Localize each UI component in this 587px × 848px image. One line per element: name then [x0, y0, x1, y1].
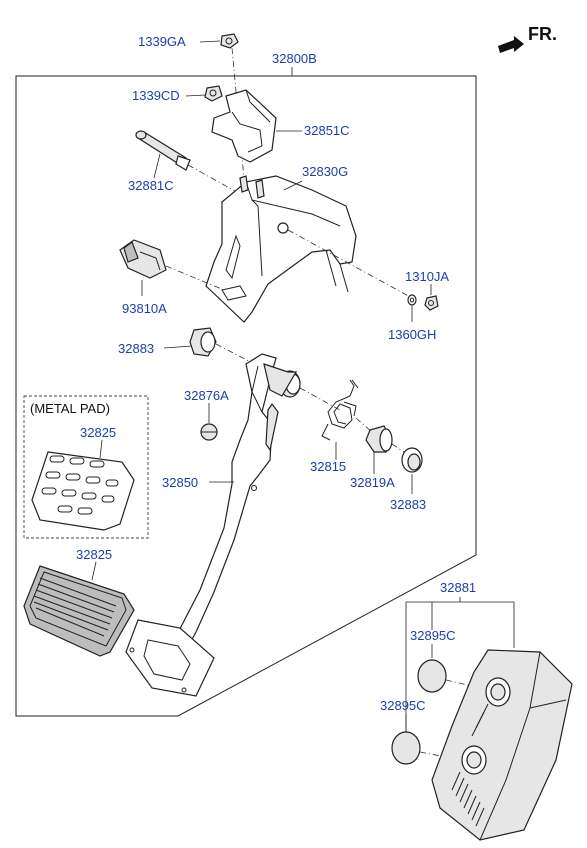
label-32830g: 32830G — [302, 164, 348, 179]
pedal-plate — [125, 619, 215, 697]
metal-pad-caption: (METAL PAD) — [30, 401, 110, 416]
label-1360gh: 1360GH — [388, 327, 436, 342]
nut-1339ga — [220, 33, 239, 49]
bracket-32851c — [211, 89, 277, 163]
washer-1360gh — [407, 294, 417, 306]
label-1310ja: 1310JA — [405, 269, 449, 284]
label-32850: 32850 — [162, 475, 198, 490]
bushing-32883-top — [189, 327, 217, 357]
stopper-32876a — [200, 423, 218, 441]
label-93810a: 93810A — [122, 301, 167, 316]
label-32883-top: 32883 — [118, 341, 154, 356]
label-32876a: 32876A — [184, 388, 229, 403]
label-32883-bottom: 32883 — [390, 497, 426, 512]
label-32895c-bottom: 32895C — [380, 698, 426, 713]
sleeve-32819a — [365, 425, 393, 453]
arrow-icon — [498, 36, 524, 53]
label-1339ga: 1339GA — [138, 34, 186, 49]
label-32881c: 32881C — [128, 178, 174, 193]
stopper-32895c-bottom — [391, 731, 421, 765]
metal-pedal-pad-32825 — [31, 451, 135, 531]
label-32881: 32881 — [440, 580, 476, 595]
rubber-pedal-pad-32825 — [23, 565, 135, 657]
nut-1339cd — [204, 85, 223, 102]
label-32819a: 32819A — [350, 475, 395, 490]
mounting-bracket-32830g — [205, 175, 357, 323]
front-direction-indicator: FR. — [498, 24, 557, 53]
front-label: FR. — [528, 24, 557, 44]
label-32825-metal: 32825 — [80, 425, 116, 440]
brake-pedal-arm-32850 — [167, 353, 301, 659]
return-spring-32815 — [321, 379, 359, 441]
metal-pad-box — [23, 395, 149, 539]
stop-lamp-switch-93810a — [119, 239, 167, 279]
stopper-32895c-top — [417, 659, 447, 693]
pin-32881c — [135, 130, 191, 171]
label-32815: 32815 — [310, 459, 346, 474]
bushing-32883-bottom — [401, 447, 423, 473]
label-32851c: 32851C — [304, 123, 350, 138]
nut-1310ja — [424, 295, 439, 311]
label-1339cd: 1339CD — [132, 88, 180, 103]
accelerator-pedal-32881 — [431, 649, 573, 841]
label-32825-rubber: 32825 — [76, 547, 112, 562]
label-32800b: 32800B — [272, 51, 317, 66]
label-32895c-top: 32895C — [410, 628, 456, 643]
assembly-outline — [15, 75, 477, 717]
